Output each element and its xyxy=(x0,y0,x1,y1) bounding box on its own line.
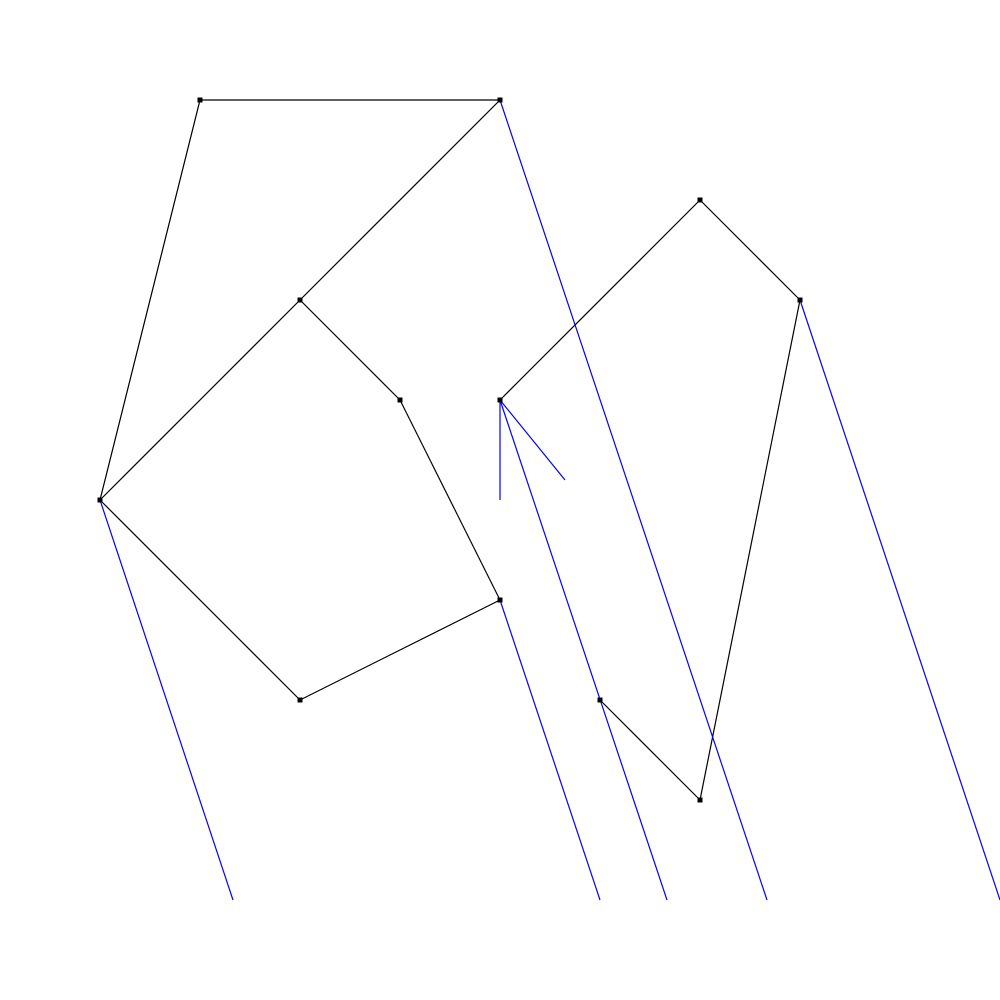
ray-line xyxy=(499,399,566,481)
vertex-marker xyxy=(497,97,503,103)
edges-layer xyxy=(99,99,801,801)
ray-line xyxy=(499,599,601,901)
vertex-marker xyxy=(497,397,503,403)
graph-edge xyxy=(499,199,701,401)
graph-edge xyxy=(99,299,301,501)
vertex-marker xyxy=(697,197,703,203)
graph-edge xyxy=(599,699,701,801)
vertices-layer xyxy=(97,97,803,803)
vertex-marker xyxy=(797,297,803,303)
vertex-marker xyxy=(97,497,103,503)
vertex-marker xyxy=(197,97,203,103)
ray-line xyxy=(799,299,1000,901)
ray-line xyxy=(499,399,668,901)
graph-edge xyxy=(99,499,301,701)
vertex-marker xyxy=(297,697,303,703)
vertex-marker xyxy=(497,597,503,603)
vertex-marker xyxy=(697,797,703,803)
graph-edge xyxy=(299,299,401,401)
graph-edge xyxy=(299,599,501,701)
graph-edge xyxy=(699,299,801,801)
ray-line xyxy=(99,499,234,901)
vertex-marker xyxy=(597,697,603,703)
vertex-marker xyxy=(297,297,303,303)
ray-line xyxy=(499,99,768,901)
vertex-marker xyxy=(397,397,403,403)
graph-edge xyxy=(399,399,501,601)
graph-edge xyxy=(299,99,501,301)
rays-layer xyxy=(99,99,1000,901)
graph-edge xyxy=(699,199,801,301)
graph-edge xyxy=(99,99,201,501)
